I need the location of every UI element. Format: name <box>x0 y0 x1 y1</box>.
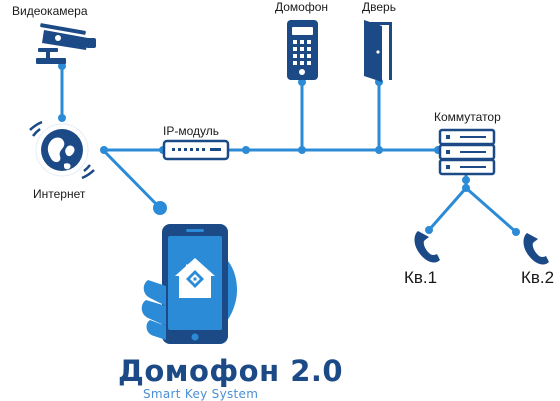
connection-lines <box>60 64 518 234</box>
dot-internet-right <box>100 146 108 154</box>
globe-icon <box>29 120 95 180</box>
dot-bus-intercom <box>298 146 306 154</box>
dot-phone <box>153 201 167 215</box>
ip-module-icon <box>162 139 230 161</box>
dot-ipmodule-right <box>242 146 250 154</box>
switch-label: Коммутатор <box>434 110 501 124</box>
dot-bus-door <box>375 146 383 154</box>
door-icon <box>364 20 392 82</box>
dot-internet-top <box>58 114 66 122</box>
apt1-label: Кв.1 <box>404 268 438 287</box>
internet-label: Интернет <box>33 187 86 201</box>
dot-apt2 <box>512 228 520 236</box>
line-switch-apt1 <box>427 186 468 232</box>
dot-switch-bottom <box>462 176 470 184</box>
ip-module-label: IP-модуль <box>163 124 219 138</box>
smartphone-icon <box>141 224 238 344</box>
door-label: Дверь <box>362 0 396 14</box>
intercom-icon <box>287 20 318 80</box>
brand-name: Домофон 2.0 <box>118 354 344 388</box>
intercom-label: Домофон <box>275 0 329 14</box>
line-internet-phone <box>101 148 162 210</box>
camera-label: Видеокамера <box>12 4 88 18</box>
phone-icon <box>414 231 549 265</box>
dot-switch-fork <box>462 184 470 192</box>
switch-icon <box>438 128 496 176</box>
dot-apt1 <box>425 226 433 234</box>
camera-icon <box>36 23 96 64</box>
apt2-label: Кв.2 <box>521 268 555 287</box>
brand-tagline: Smart Key System <box>143 387 259 401</box>
line-switch-apt2 <box>464 186 518 234</box>
